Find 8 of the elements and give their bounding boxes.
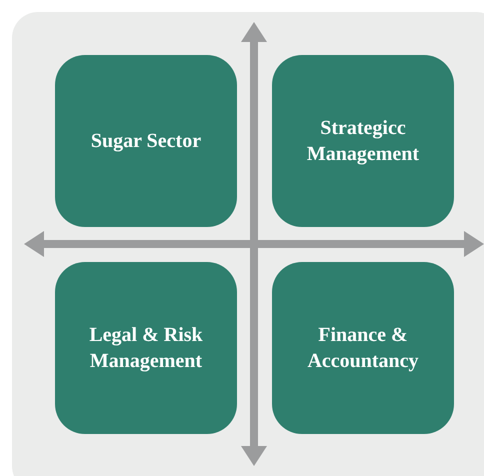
quadrant-label: Legal & Risk Management: [88, 323, 204, 374]
quadrant-label: Strategicc Management: [306, 116, 420, 167]
quadrant-label: Sugar Sector: [90, 129, 202, 154]
quadrant-box: [55, 55, 237, 227]
quadrant-box: [272, 262, 454, 434]
quadrant-box: [55, 262, 237, 434]
quadrant-box: [272, 55, 454, 227]
quadrant-label: Finance & Accountancy: [306, 323, 420, 374]
